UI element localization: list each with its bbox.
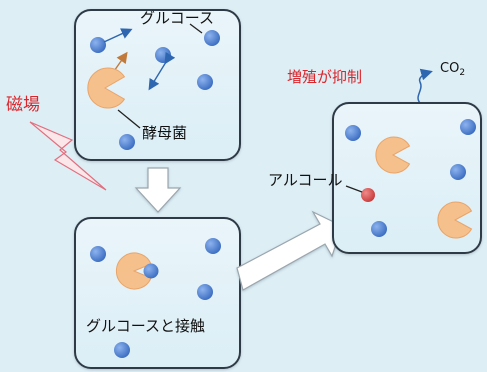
glucose-dot-icon — [114, 342, 130, 358]
glucose-dot-icon — [197, 74, 213, 90]
glucose-dot-icon — [90, 37, 106, 53]
contact-label: グルコースと接触 — [86, 317, 205, 335]
lightning-bolt-icon — [29, 121, 107, 191]
glucose-dot-icon — [155, 47, 171, 63]
glucose-dot-icon — [460, 119, 476, 135]
magnetic-field-label: 磁場 — [6, 95, 40, 115]
yeast-label: 酵母菌 — [142, 124, 187, 142]
co2-label: CO2 — [440, 61, 465, 78]
block-arrow-icon — [134, 167, 182, 213]
co2-release-arrow-icon — [417, 68, 433, 104]
glucose-dot-icon — [119, 134, 135, 150]
glucose-dot-icon — [371, 221, 387, 237]
glucose-dot-icon — [143, 263, 159, 279]
panel-initial-state: グルコース 酵母菌 — [74, 9, 241, 161]
glucose-label: グルコース — [140, 9, 214, 27]
yeast-pacman-icon — [115, 252, 152, 290]
yeast-leader-line — [117, 109, 141, 129]
glucose-leader-line — [189, 23, 203, 34]
glucose-dot-icon — [205, 238, 221, 254]
block-arrow-icon — [236, 210, 343, 291]
panel-frame — [74, 217, 241, 369]
alcohol-leader-line — [345, 185, 363, 193]
alcohol-dot-icon — [361, 188, 375, 202]
glucose-dot-icon — [197, 284, 213, 300]
motion-arrow-icon — [103, 28, 133, 43]
panel-contact-state: グルコースと接触 — [74, 217, 241, 369]
glucose-dot-icon — [345, 125, 361, 141]
glucose-dot-icon — [90, 246, 106, 262]
growth-suppressed-label: 増殖が抑制 — [287, 68, 362, 86]
yeast-pacman-icon — [437, 201, 473, 239]
motion-arrow-icon — [148, 51, 176, 91]
panel-suppressed-state — [332, 102, 482, 254]
glucose-dot-icon — [450, 164, 466, 180]
alcohol-label: アルコール — [268, 171, 343, 189]
glucose-dot-icon — [204, 30, 220, 46]
yeast-pacman-icon — [375, 136, 411, 174]
yeast-pacman-icon — [87, 67, 126, 109]
